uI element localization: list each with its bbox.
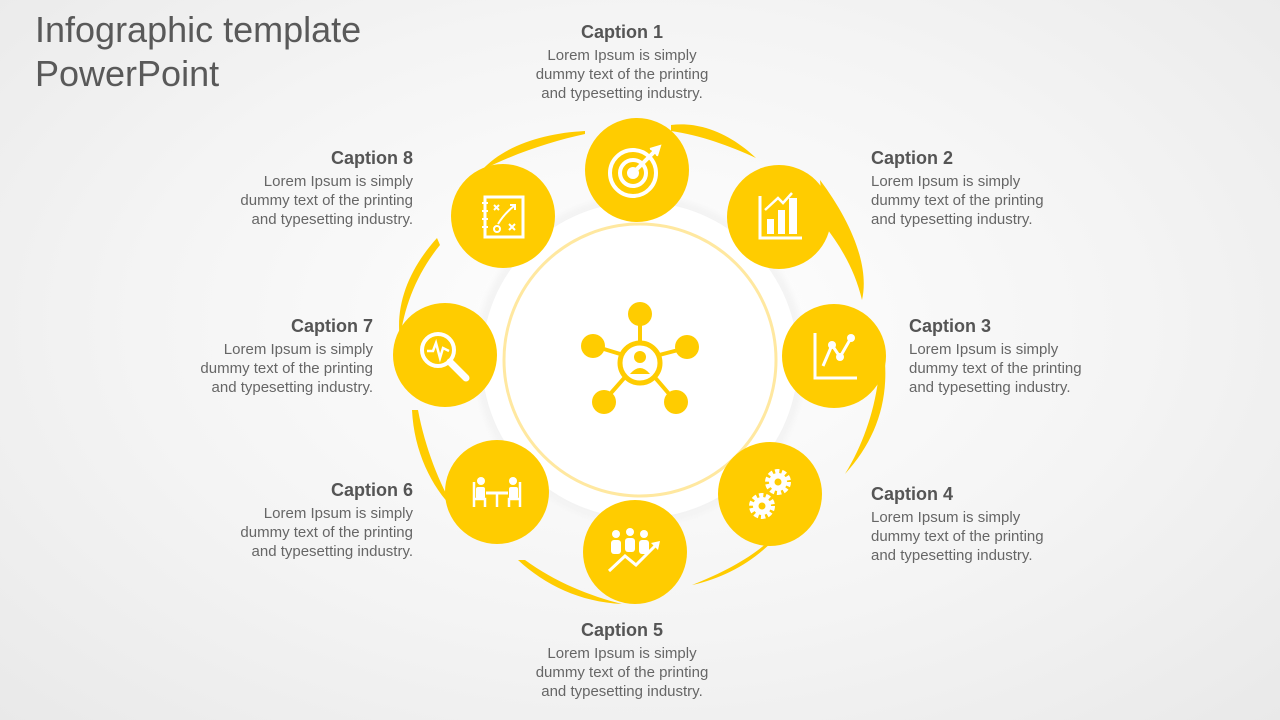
strategy-board-icon <box>482 195 525 239</box>
caption-7-title: Caption 7 <box>290 316 373 336</box>
slide-title: Infographic template PowerPoint <box>35 9 362 94</box>
node-circle-7 <box>393 303 497 407</box>
caption-1-title: Caption 1 <box>580 22 663 42</box>
caption-2-text: Lorem Ipsum is simply dummy text of the … <box>871 173 1044 228</box>
caption-1-text: Lorem Ipsum is simply dummy text of the … <box>535 47 709 102</box>
target-icon <box>608 144 662 198</box>
caption-3-title: Caption 3 <box>909 316 992 336</box>
search-analytics-icon <box>420 332 470 382</box>
caption-2: Caption 2 Lorem Ipsum is simply dummy te… <box>871 147 1061 229</box>
meeting-icon <box>472 477 522 507</box>
team-growth-icon <box>607 528 660 573</box>
node-circle-5 <box>583 500 687 604</box>
line-chart-icon <box>813 333 857 380</box>
caption-5: Caption 5 Lorem Ipsum is simply dummy te… <box>527 619 717 701</box>
caption-4: Caption 4 Lorem Ipsum is simply dummy te… <box>871 483 1061 565</box>
caption-5-text: Lorem Ipsum is simply dummy text of the … <box>535 645 709 700</box>
network-user-icon <box>581 302 699 414</box>
caption-7-text: Lorem Ipsum is simply dummy text of the … <box>200 341 373 396</box>
bar-chart-growth-icon <box>758 192 802 240</box>
caption-1: Caption 1 Lorem Ipsum is simply dummy te… <box>527 21 717 103</box>
caption-3-text: Lorem Ipsum is simply dummy text of the … <box>909 341 1082 396</box>
node-circle-3 <box>782 304 886 408</box>
caption-3: Caption 3 Lorem Ipsum is simply dummy te… <box>909 315 1099 397</box>
caption-7: Caption 7 Lorem Ipsum is simply dummy te… <box>183 315 373 397</box>
caption-4-text: Lorem Ipsum is simply dummy text of the … <box>871 509 1044 564</box>
caption-5-title: Caption 5 <box>580 620 663 640</box>
node-circle-4 <box>718 442 822 546</box>
caption-6-title: Caption 6 <box>330 480 413 500</box>
gears-icon <box>749 469 791 519</box>
caption-8-text: Lorem Ipsum is simply dummy text of the … <box>240 173 413 228</box>
caption-8: Caption 8 Lorem Ipsum is simply dummy te… <box>223 147 413 229</box>
caption-6: Caption 6 Lorem Ipsum is simply dummy te… <box>223 479 413 561</box>
caption-6-text: Lorem Ipsum is simply dummy text of the … <box>240 505 413 560</box>
caption-8-title: Caption 8 <box>330 148 413 168</box>
caption-4-title: Caption 4 <box>871 484 954 504</box>
caption-2-title: Caption 2 <box>871 148 954 168</box>
